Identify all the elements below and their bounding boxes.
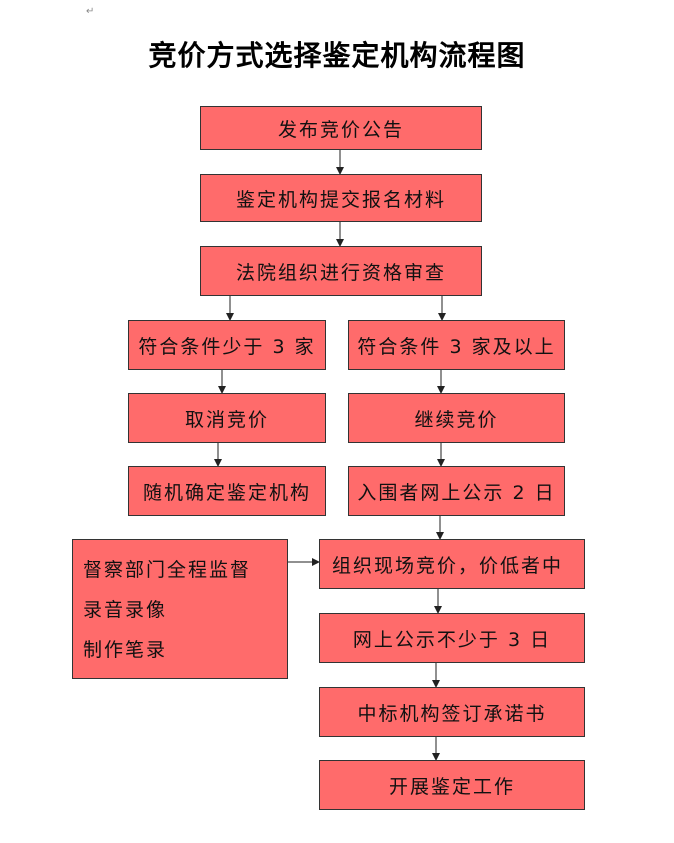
node-start-appraisal: 开展鉴定工作	[319, 760, 585, 810]
paragraph-mark: ↵	[86, 6, 95, 17]
node-shortlist-publicity: 入围者网上公示 2 日	[348, 466, 565, 516]
supervision-line-2: 录音录像	[83, 599, 168, 621]
node-random-selection: 随机确定鉴定机构	[128, 466, 326, 516]
diagram-title: 竞价方式选择鉴定机构流程图	[148, 39, 526, 72]
node-continue-bidding: 继续竞价	[348, 393, 565, 443]
node-supervision: 督察部门全程监督 录音录像 制作笔录	[72, 539, 288, 679]
supervision-line-3: 制作笔录	[83, 639, 168, 661]
node-three-or-more: 符合条件 3 家及以上	[348, 320, 565, 370]
supervision-line-1: 督察部门全程监督	[83, 559, 252, 581]
node-sign-commitment: 中标机构签订承诺书	[319, 687, 585, 737]
node-publish-announcement: 发布竞价公告	[200, 106, 482, 150]
node-online-publicity: 网上公示不少于 3 日	[319, 613, 585, 663]
node-qualification-review: 法院组织进行资格审查	[200, 246, 482, 296]
node-less-than-three: 符合条件少于 3 家	[128, 320, 326, 370]
node-onsite-bidding: 组织现场竞价，价低者中	[319, 539, 585, 589]
node-cancel-bidding: 取消竞价	[128, 393, 326, 443]
node-submit-materials: 鉴定机构提交报名材料	[200, 174, 482, 222]
